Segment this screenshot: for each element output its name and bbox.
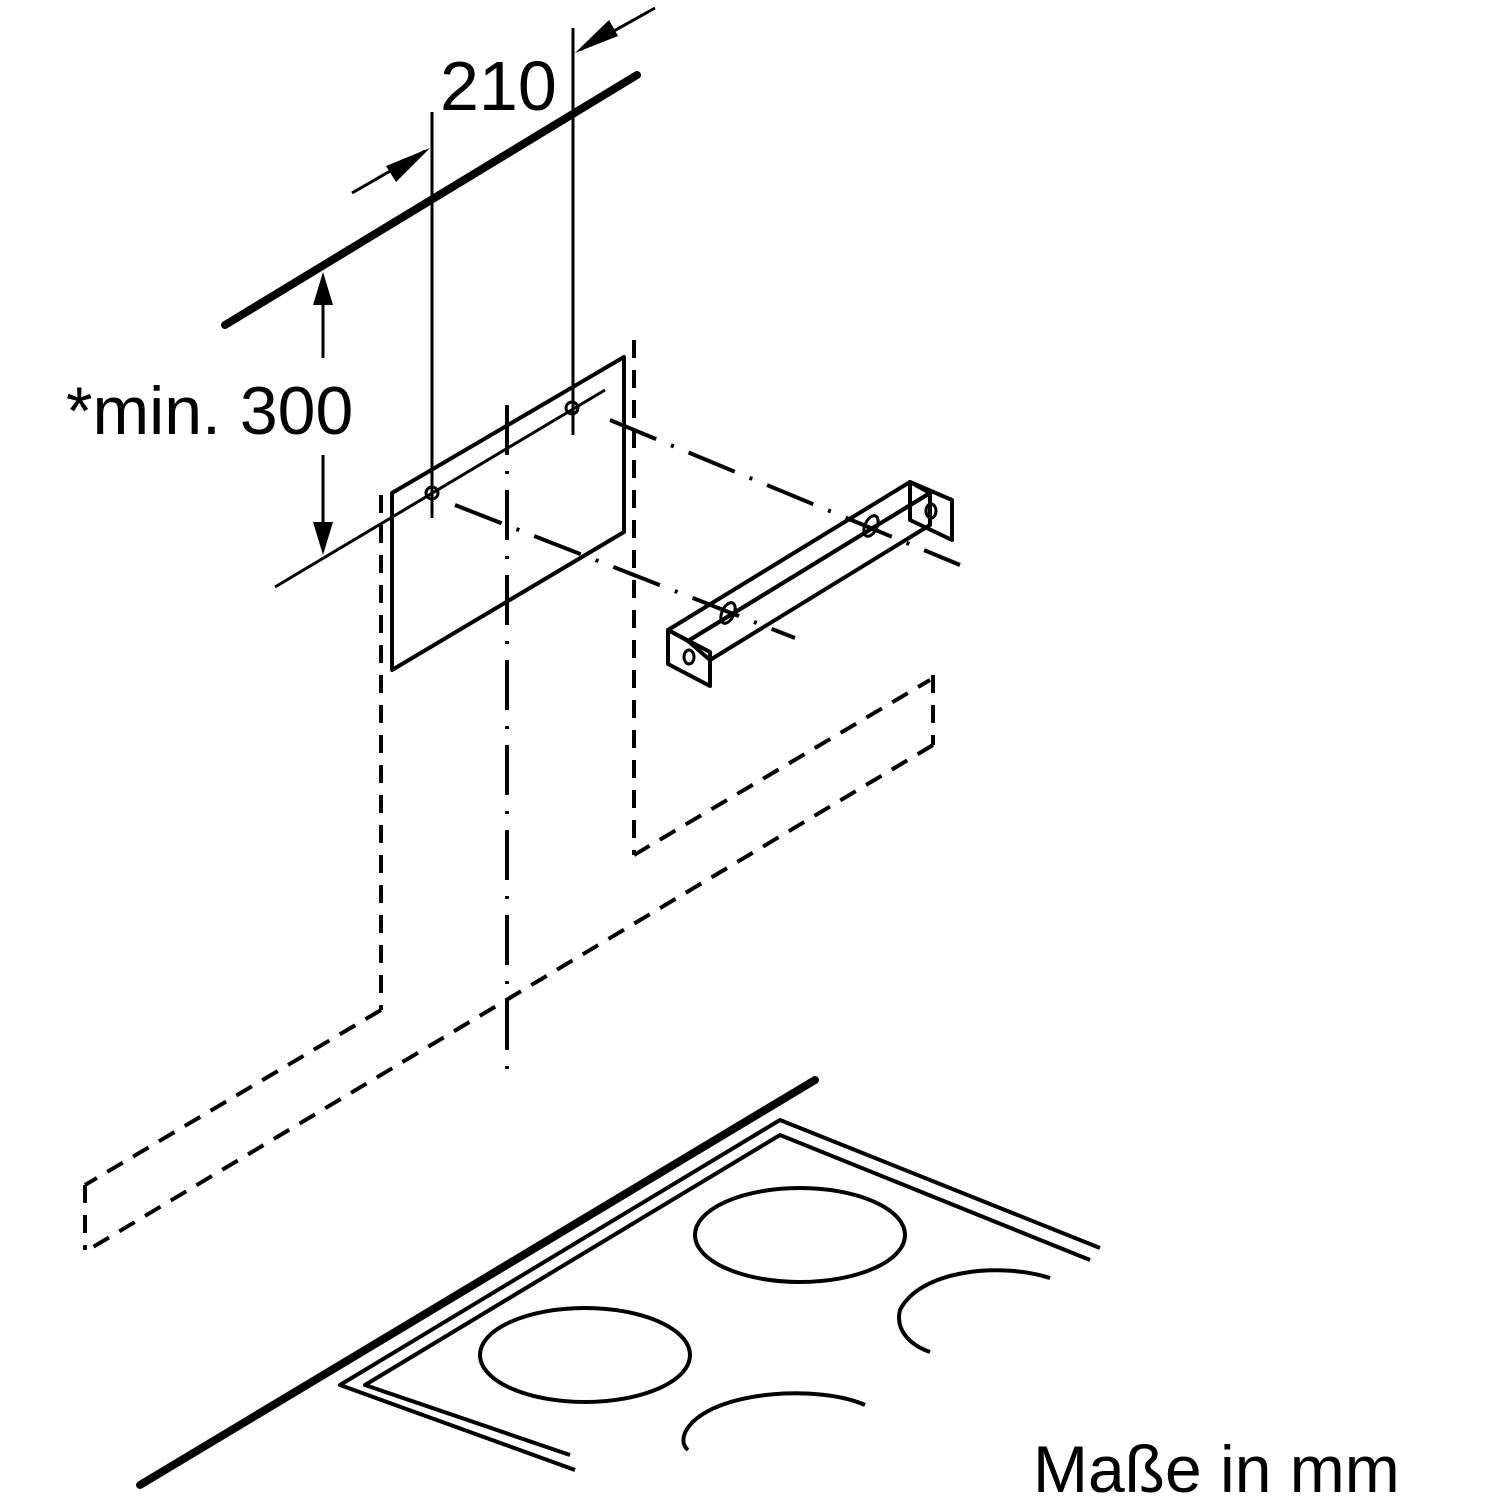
width-dimension-label: 210 [440,47,557,125]
screw-hole-right [564,400,580,416]
wall-bracket [666,480,954,688]
units-note: Maße in mm [1033,1432,1400,1500]
burner [478,1306,692,1404]
burner [681,1391,866,1452]
mounting-line [274,388,606,589]
height-dimension-arrow [313,272,333,555]
screw-hole-left [424,485,440,501]
burner [693,1186,907,1284]
center-line-lower [454,503,796,640]
burner [897,1268,1051,1354]
worktop-edge [136,1076,819,1489]
mounting-plate [390,355,626,672]
width-dimension-arrows [351,6,656,195]
center-line-upper [609,418,961,567]
height-dimension-label: *min. 300 [66,373,353,449]
cooktop [338,1118,1101,1472]
hood-outline-dashed [83,340,935,1252]
